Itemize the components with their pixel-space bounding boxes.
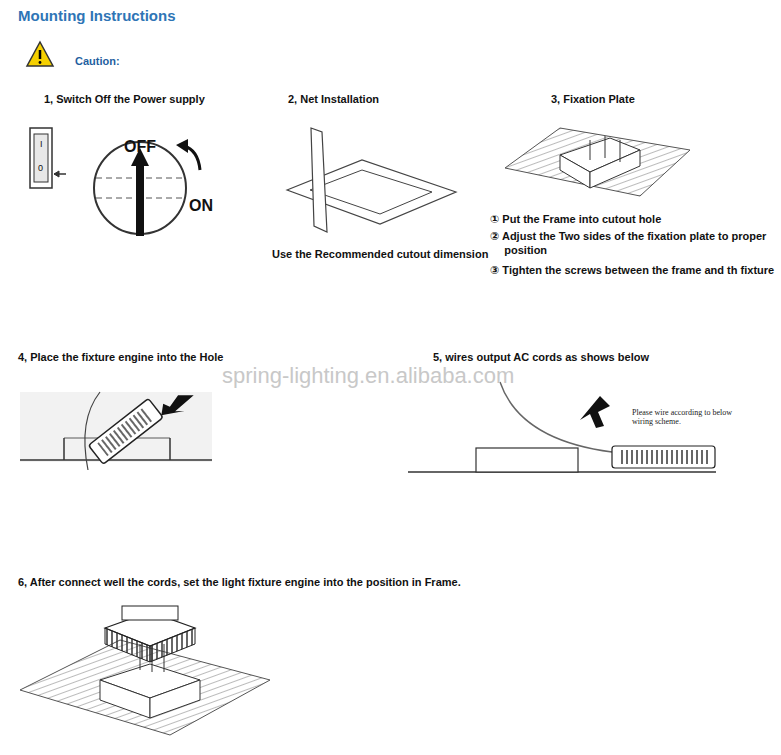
instruction: ② Adjust the Two sides of the fixation p… (490, 229, 776, 258)
step-heading: 5, wires output AC cords as shows below (433, 350, 649, 364)
switch-mark: I (40, 139, 43, 151)
wiring-note: Please wire according to below wiring sc… (632, 408, 744, 426)
figure-caption: Use the Recommended cutout dimension (272, 247, 488, 261)
step-heading: 6, After connect well the cords, set the… (18, 575, 461, 589)
step-heading: 3, Fixation Plate (551, 92, 635, 106)
step-heading: 4, Place the fixture engine into the Hol… (18, 350, 223, 364)
switch-mark: 0 (38, 163, 43, 175)
dial-label: ON (189, 196, 213, 217)
fixation-plate (505, 128, 690, 196)
step-heading: 2, Net Installation (288, 92, 379, 106)
page-title: Mounting Instructions (18, 6, 175, 26)
step-heading: 1, Switch Off the Power supply (44, 92, 205, 106)
wiring-step (408, 382, 716, 472)
caution-text: Caution: (75, 54, 120, 68)
instruction: ③ Tighten the screws between the frame a… (490, 263, 776, 277)
ceiling-cutout (287, 128, 456, 232)
rocker-switch (30, 128, 66, 188)
instruction: ① Put the Frame into cutout hole (490, 212, 661, 226)
engine-into-frame (20, 606, 270, 735)
watermark: spring-lighting.en.alibaba.com (222, 362, 514, 391)
dial-label: OFF (124, 137, 156, 158)
engine-into-hole (20, 384, 212, 470)
warning-icon (27, 42, 53, 66)
